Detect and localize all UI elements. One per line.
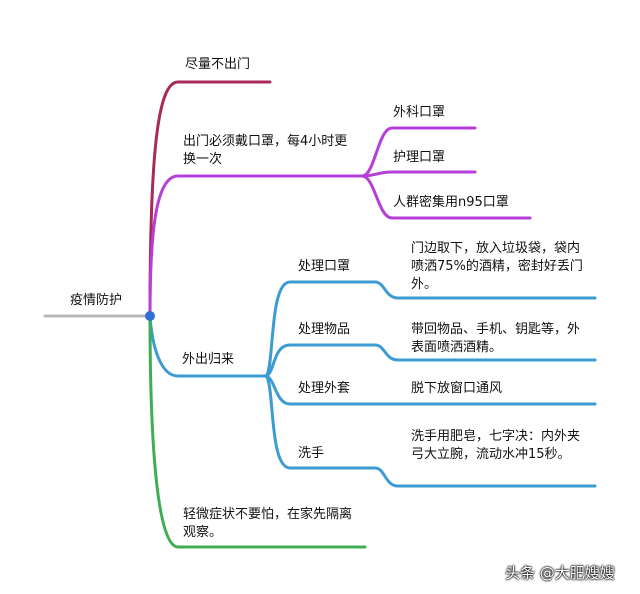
branch-line-stay-home <box>148 80 272 318</box>
wash-hands-detail: 洗手用肥皂，七字决：内外夹弓大立腕，流动水冲15秒。 <box>411 429 581 462</box>
handle-items-label: 处理物品 <box>298 322 351 337</box>
branch-return-home-label: 外出归来 <box>182 352 235 367</box>
sub-line-handle-mask <box>263 280 597 378</box>
branch-masks-label: 出门必须戴口罩，每4小时更换一次 <box>183 134 348 167</box>
sub-line-nursing-mask <box>360 170 477 178</box>
branch-line-mild-symptoms <box>148 314 367 549</box>
handle-coat-label: 处理外套 <box>298 381 351 396</box>
branch-mild-symptoms-label: 轻微症状不要怕，在家先隔离观察。 <box>183 507 353 540</box>
sub-line-n95-mask <box>360 174 532 220</box>
root-node-dot <box>145 311 155 321</box>
watermark: 头条 @大肥嫂嫂 <box>505 564 615 582</box>
handle-coat-detail: 脱下放窗口通风 <box>411 381 503 396</box>
branch-line-masks <box>148 174 364 318</box>
sub-line-wash-hands <box>263 374 597 488</box>
handle-mask-detail: 门边取下，放入垃圾袋，袋内喷洒75%的酒精，密封好丢门外。 <box>411 241 583 292</box>
handle-mask-label: 处理口罩 <box>298 259 351 274</box>
sub-line-handle-items <box>263 343 597 378</box>
surgical-mask-label: 外科口罩 <box>393 105 446 120</box>
nursing-mask-label: 护理口罩 <box>393 150 446 165</box>
root-label: 疫情防护 <box>70 293 123 308</box>
branch-stay-home-label: 尽量不出门 <box>185 57 251 72</box>
wash-hands-label: 洗手 <box>298 446 325 461</box>
n95-mask-label: 人群密集用n95口罩 <box>393 195 509 210</box>
handle-items-detail: 带回物品、手机、钥匙等，外表面喷洒酒精。 <box>411 322 581 355</box>
